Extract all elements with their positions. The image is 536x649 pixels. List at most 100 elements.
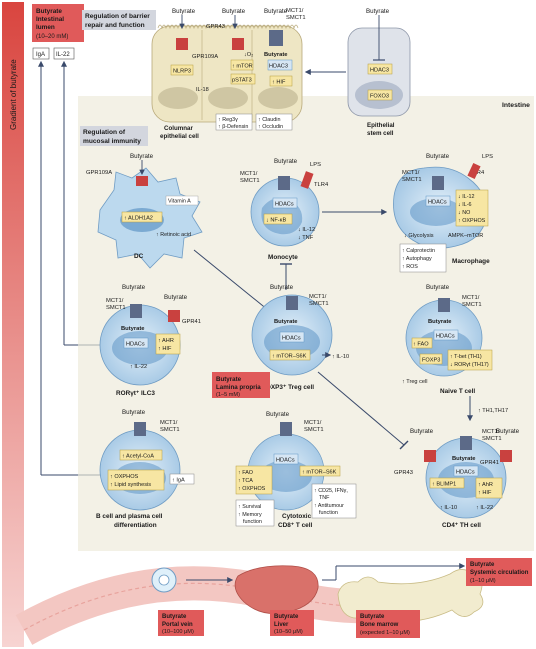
cd8-name-1: Cytotoxic — [282, 513, 312, 520]
treg-mct1: MCT1/ — [309, 294, 327, 300]
liver-concentration: (10–50 μM) — [274, 629, 303, 635]
stem-name-2: stem cell — [367, 130, 394, 137]
portal-concentration: (10–100 μM) — [162, 629, 194, 635]
cd8-mtor: ↑ mTOR–S6K — [302, 470, 337, 476]
cd8-tnf: TNF — [319, 495, 330, 501]
macrophage-ros: ↑ ROS — [402, 264, 418, 270]
liver-title-2: Liver — [274, 622, 289, 628]
systemic-concentration: (1–10 μM) — [470, 578, 496, 584]
macrophage-calprotectin: ↑ Calprotectin — [402, 248, 435, 254]
treg-smct1: SMCT1 — [309, 301, 329, 307]
th-smct1: SMCT1 — [482, 436, 502, 442]
macrophage-smct1: SMCT1 — [402, 177, 422, 183]
bcell-butyrate: Butyrate — [122, 409, 146, 416]
dc-to-treg-arrow — [193, 249, 269, 311]
cd8-name-2: CD8⁺ T cell — [278, 522, 312, 529]
treg-cell: Butyrate MCT1/ SMCT1 Butyrate HDACs ↑ mT… — [251, 284, 349, 391]
th-hdacs: HDACs — [456, 470, 475, 476]
columnar-hdac3: HDAC3 — [269, 64, 288, 70]
portal-title-1: Butyrate — [162, 614, 187, 620]
treg-inhibits-th — [317, 371, 405, 446]
th-gpr43: GPR43 — [394, 470, 413, 476]
cd8-cd25: ↑ CD25, IFNγ, — [314, 488, 348, 494]
bcell-smct1: SMCT1 — [160, 427, 180, 433]
treg-butyrate-inner: Butyrate — [274, 319, 298, 325]
dc-vitamin-a: Vitamin A — [168, 199, 191, 205]
dc-receptor-icon — [136, 176, 148, 186]
barrier-title: Regulation of barrier repair and functio… — [82, 10, 156, 30]
th-gpr41-icon — [500, 450, 512, 462]
gpr43-receptor-icon — [232, 38, 244, 50]
columnar-gpr43: GPR43 — [206, 24, 225, 30]
columnar-hif: ↑ HIF — [272, 80, 286, 86]
systemic-title-2: Systemic circulation — [470, 570, 529, 576]
marrow-concentration: (expected 1–10 μM) — [360, 630, 410, 636]
dc-retinoic-acid: ↑ Retinoic acid — [156, 232, 191, 238]
macrophage-glycolysis: ↓ Glycolysis — [404, 233, 434, 239]
treg-butyrate: Butyrate — [270, 284, 294, 291]
ilc3-name: RORγt⁺ ILC3 — [116, 390, 155, 397]
cd8-t-cell: Butyrate MCT1/ SMCT1 HDACs ↑ mTOR–S6K ↑ … — [235, 411, 357, 529]
monocyte-name: Monocyte — [268, 254, 298, 261]
macrophage-butyrate: Butyrate — [426, 153, 450, 160]
th-gpr41: GPR41 — [480, 460, 499, 466]
stem-butyrate: Butyrate — [366, 8, 390, 15]
naive-mct1: MCT1/ — [462, 295, 480, 301]
macrophage-autophagy: ↑ Autophagy — [402, 256, 432, 262]
cd8-function: function — [319, 510, 338, 516]
lumen-title-3: lumen — [36, 24, 55, 31]
th-butyrate-inner: Butyrate — [452, 456, 476, 462]
columnar-butyrate-a: Butyrate — [172, 8, 196, 15]
macrophage-hdacs: HDACs — [428, 200, 447, 206]
monocyte-cell: Butyrate MCT1/ SMCT1 LPS TLR4 HDACs ↓ NF… — [240, 158, 329, 261]
macrophage-lps: LPS — [482, 154, 493, 160]
monocyte-butyrate: Butyrate — [274, 158, 298, 165]
columnar-name-1: Columnar — [164, 125, 193, 132]
marrow-title-1: Butyrate — [360, 614, 385, 620]
monocyte-tnf: ↓ TNF — [298, 235, 314, 241]
cd8-butyrate: Butyrate — [266, 411, 290, 418]
lumen-concentration: (10–20 mM) — [36, 34, 68, 40]
cd8-smct1: SMCT1 — [304, 427, 324, 433]
cd8-memory: ↑ Memory — [238, 512, 262, 518]
bcell-name-1: B cell and plasma cell — [96, 513, 163, 520]
macrophage-oxphos: ↑ OXPHOS — [458, 218, 486, 224]
dc-butyrate: Butyrate — [130, 153, 154, 160]
cd8-mct1: MCT1/ — [304, 420, 322, 426]
monocyte-hdacs: HDACs — [275, 202, 294, 208]
cd8-oxphos: ↑ OXPHOS — [238, 486, 266, 492]
naive-tbet: ↑ T-bet (TH1) — [450, 354, 482, 360]
monocyte-tlr4: TLR4 — [314, 182, 329, 188]
naive-treg: ↑ Treg cell — [402, 379, 428, 385]
columnar-o2: ↓O₂ — [244, 52, 253, 58]
stem-name-1: Epithelial — [367, 122, 395, 129]
ilc3-gpr41-icon — [168, 310, 180, 322]
columnar-defensin: ↑ β-Defensin — [218, 124, 248, 130]
naive-rorgt: ↓ RORγt (TH17) — [450, 362, 489, 368]
stem-hdac3: HDAC3 — [370, 68, 389, 74]
systemic-title-1: Butyrate — [470, 562, 495, 568]
intestine-label: Intestine — [502, 102, 530, 109]
b-cell: Butyrate MCT1/ SMCT1 ↑ Acetyl-CoA ↑ OXPH… — [96, 409, 195, 529]
mct1-transporter-icon — [269, 30, 283, 46]
ilc3-mct1: MCT1/ — [106, 298, 124, 304]
ilc3-butyrate-a: Butyrate — [122, 284, 146, 291]
columnar-epithelial-cell: Butyrate GPR109A NLRP3 IL-18 Butyrate GP… — [151, 8, 306, 140]
th-il10: ↑ IL-10 — [440, 505, 457, 511]
dc-aldh1a2: ↑ ALDH1A2 — [124, 216, 153, 222]
portal-title-2: Portal vein — [162, 622, 193, 628]
ilc3-cell: Butyrate Butyrate MCT1/ SMCT1 GPR41 Buty… — [99, 284, 201, 397]
naive-foxp3: FOXP3 — [422, 358, 440, 364]
lumen-title-2: Intestinal — [36, 16, 64, 23]
th-il22: ↑ IL-22 — [476, 505, 493, 511]
barrier-title-1: Regulation of barrier — [85, 13, 150, 20]
mucosal-title: Regulation of mucosal immunity — [80, 126, 148, 146]
lamina-title-2: Lamina propria — [216, 384, 261, 391]
monocyte-lps: LPS — [310, 162, 321, 168]
ilc3-gpr41: GPR41 — [182, 319, 201, 325]
ilc3-il22: ↑ IL-22 — [130, 364, 147, 370]
cd8-fao: ↑ FAO — [238, 470, 253, 476]
bcell-lipid: ↑ Lipid synthesis — [110, 482, 151, 488]
